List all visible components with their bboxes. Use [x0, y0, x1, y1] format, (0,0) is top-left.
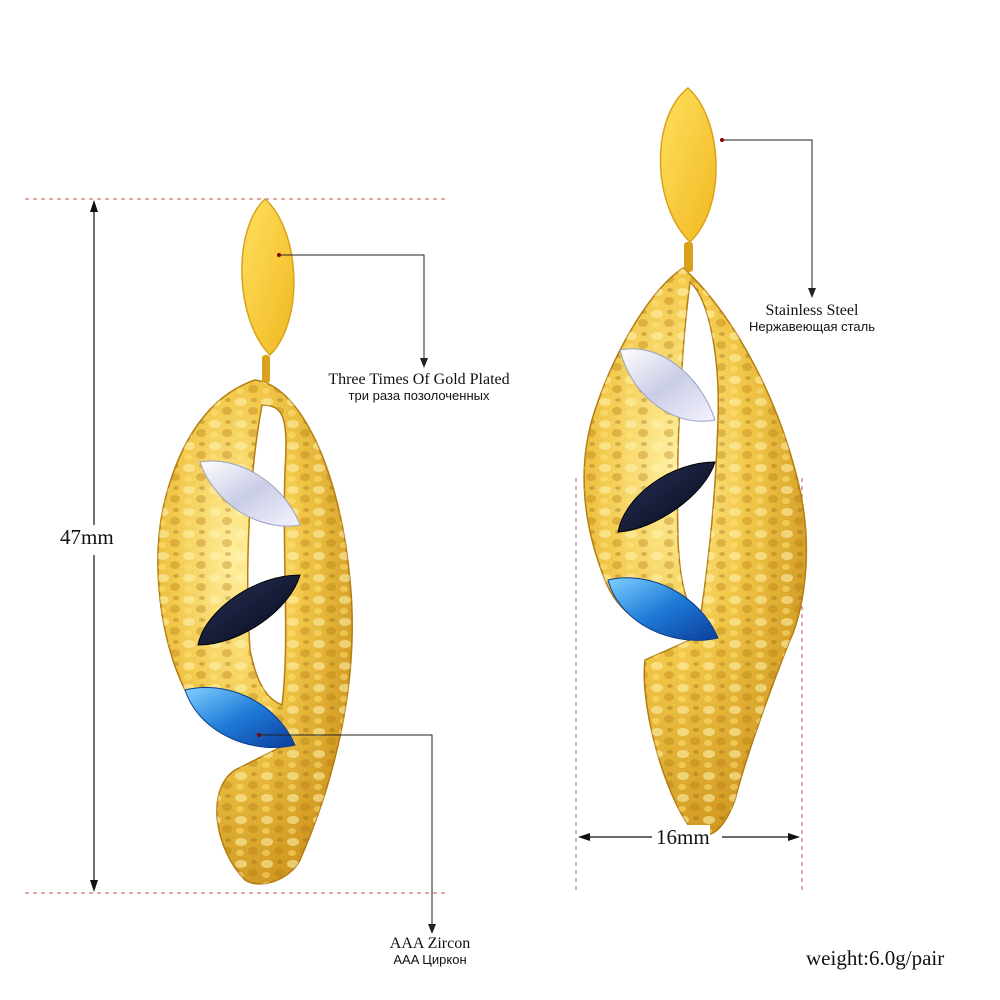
left-hammered-texture [157, 380, 353, 884]
callout-lines [260, 139, 813, 928]
plating-label-ru: три раза позолоченных [348, 388, 490, 404]
left-dark-zircon [197, 574, 301, 646]
stone-callout: AAA Zircon AAA Циркон [374, 935, 486, 968]
dimension-guides [25, 198, 803, 894]
left-blue-zircon [184, 686, 296, 749]
material-label-ru: Нержавеющая сталь [749, 319, 875, 335]
width-arrow [578, 833, 800, 841]
height-dimension-label: 47mm [60, 525, 114, 550]
plating-label-en: Three Times Of Gold Plated [328, 371, 510, 388]
right-blue-zircon [607, 577, 719, 641]
left-connector [262, 355, 270, 383]
width-dimension-label: 16mm [656, 825, 710, 850]
plating-pointer [280, 254, 425, 362]
right-hammered-texture [584, 268, 807, 836]
height-arrow [90, 200, 98, 892]
right-stud [659, 87, 717, 244]
left-earring [157, 197, 353, 885]
callout-dots [257, 138, 724, 737]
right-connector [684, 242, 693, 272]
callout-arrowheads [420, 288, 816, 934]
right-clear-zircon [619, 348, 716, 422]
stone-pointer [260, 734, 433, 928]
weight-label: weight:6.0g/pair [806, 946, 945, 970]
right-earring [583, 87, 808, 837]
material-pointer [723, 139, 813, 292]
stone-label-en: AAA Zircon [389, 935, 471, 952]
material-label-en: Stainless Steel [765, 302, 859, 319]
right-dark-zircon [617, 461, 716, 533]
material-callout: Stainless Steel Нержавеющая сталь [738, 302, 886, 335]
left-stud [241, 197, 295, 357]
left-clear-zircon [199, 460, 301, 527]
stone-label-ru: AAA Циркон [393, 952, 467, 968]
plating-callout: Three Times Of Gold Plated три раза позо… [312, 371, 526, 404]
